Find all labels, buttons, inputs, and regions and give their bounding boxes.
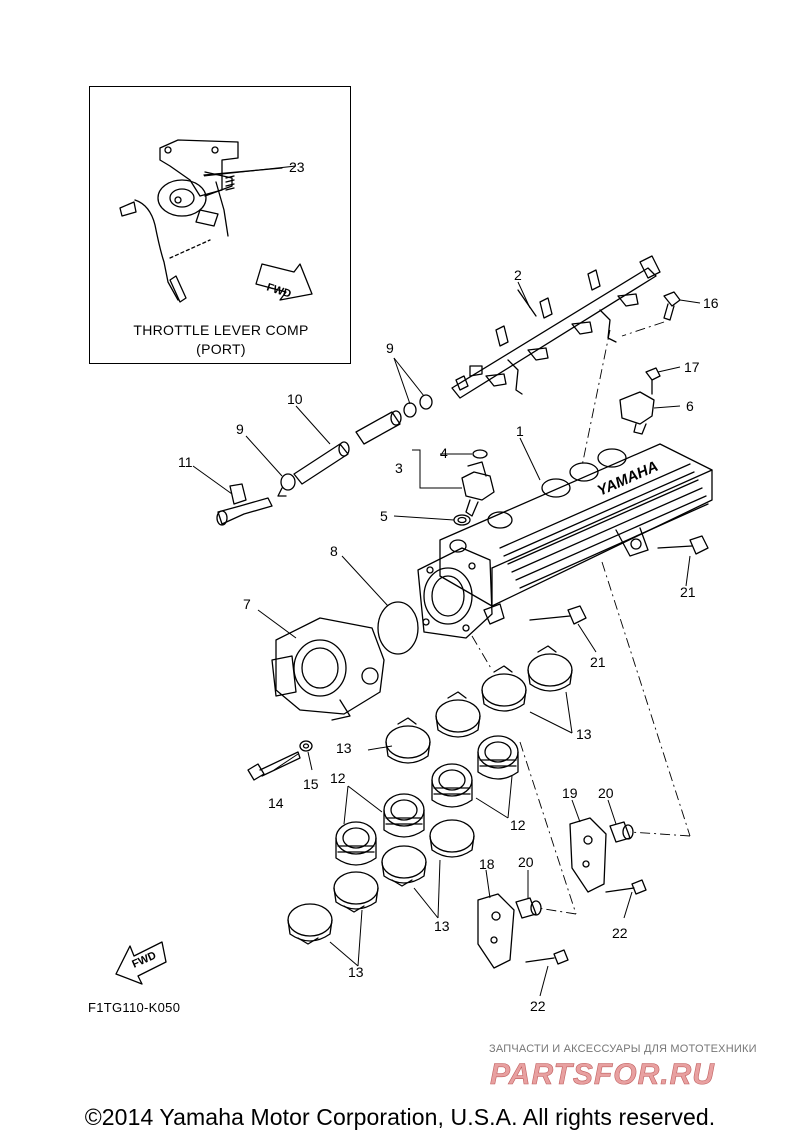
clamps-13-top: [385, 645, 573, 764]
throttle-body-flange: [417, 547, 505, 639]
fwd-arrow-inset: [255, 263, 313, 301]
callout-13-right-top: 13: [576, 726, 592, 742]
fwd-arrow-bottom: [115, 941, 167, 985]
bolt-21-upper: [657, 535, 709, 555]
leader-lines: [192, 165, 701, 997]
clamp-9-upper-a: [403, 402, 417, 418]
bracket-18: [477, 893, 515, 969]
clamps-13-bottom: [287, 819, 475, 945]
callout-9-lower: 9: [236, 421, 244, 437]
callout-14: 14: [268, 795, 284, 811]
watermark-logo: PARTSFOR.RU: [490, 1058, 715, 1090]
bolt-16: [663, 291, 681, 321]
o-ring-4: [472, 449, 488, 459]
bolt-22-upper: [605, 879, 647, 895]
callout-16: 16: [703, 295, 719, 311]
callout-6: 6: [686, 398, 694, 414]
callout-20-lower: 20: [518, 854, 534, 870]
callout-21-upper: 21: [680, 584, 696, 600]
screw-17: [645, 367, 661, 395]
assembly-lines: [471, 321, 691, 915]
callout-20-upper: 20: [598, 785, 614, 801]
callout-8: 8: [330, 543, 338, 559]
callout-9-upper: 9: [386, 340, 394, 356]
fitting-11: [216, 483, 273, 526]
callout-23: 23: [289, 159, 305, 175]
callout-13-mid: 13: [434, 918, 450, 934]
manifold-brand-text: YAMAHA: [595, 458, 661, 500]
callout-5: 5: [380, 508, 388, 524]
callout-7: 7: [243, 596, 251, 612]
callout-19: 19: [562, 785, 578, 801]
bolt-21-lower: [529, 605, 587, 625]
hose-10-upper: [355, 410, 402, 445]
rubber-20-upper: [609, 821, 634, 843]
callout-13-left: 13: [336, 740, 352, 756]
intake-joints-12: [335, 735, 519, 866]
callout-12-left: 12: [330, 770, 346, 786]
callout-1: 1: [516, 423, 524, 439]
sensor-6: [619, 391, 655, 435]
callout-15: 15: [303, 776, 319, 792]
callout-18: 18: [479, 856, 495, 872]
throttle-body: [271, 617, 385, 721]
callout-22-lower: 22: [530, 998, 546, 1014]
inset-title: THROTTLE LEVER COMP: [133, 322, 309, 338]
callout-4: 4: [440, 445, 448, 461]
bolt-22-lower: [525, 949, 569, 965]
bolt-14: [247, 751, 301, 781]
inset-frame: THROTTLE LEVER COMP (PORT): [89, 86, 351, 364]
clamp-9-lower: [277, 473, 296, 497]
callout-3: 3: [395, 460, 403, 476]
callout-2: 2: [514, 267, 522, 283]
bracket-19: [569, 817, 607, 893]
hose-10-lower: [293, 441, 350, 485]
rubber-20-lower: [515, 897, 542, 919]
callout-10: 10: [287, 391, 303, 407]
figure-code: F1TG110-K050: [88, 1000, 181, 1015]
washer-15: [299, 740, 313, 752]
copyright-notice: ©2014 Yamaha Motor Corporation, U.S.A. A…: [84, 1104, 716, 1130]
watermark-logo-text: PARTSFOR.RU: [490, 1058, 715, 1090]
callout-21-lower: 21: [590, 654, 606, 670]
watermark-text: ЗАПЧАСТИ И АКСЕССУАРЫ ДЛЯ МОТОТЕХНИКИ: [489, 1043, 757, 1055]
fuel-injector: [461, 461, 495, 517]
o-ring-8: [377, 601, 419, 655]
fuel-rail: [451, 255, 661, 399]
callout-11: 11: [178, 454, 193, 470]
callout-22-upper: 22: [612, 925, 628, 941]
callout-13-bottom: 13: [348, 964, 364, 980]
clamp-9-upper-b: [419, 394, 433, 410]
callout-17: 17: [684, 359, 700, 375]
intake-manifold: [439, 443, 713, 607]
inset-subtitle: (PORT): [196, 341, 246, 357]
seal-5: [453, 514, 471, 526]
callout-12-right: 12: [510, 817, 526, 833]
